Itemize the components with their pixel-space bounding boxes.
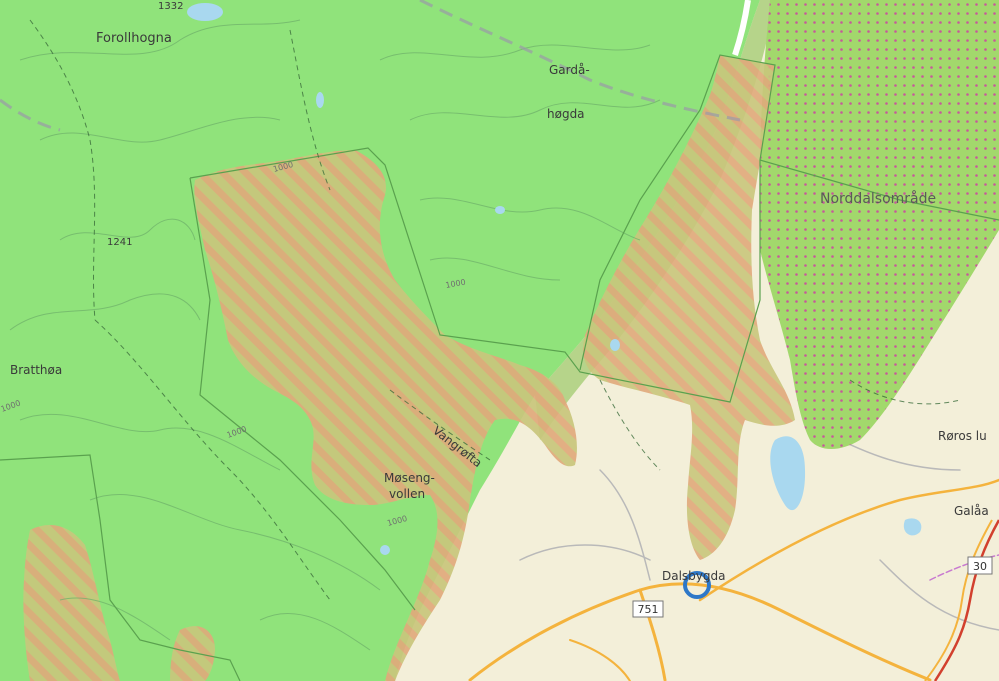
label-1241: 1241 xyxy=(107,237,132,248)
hatched-area-southwest[interactable] xyxy=(23,525,121,681)
railway xyxy=(933,519,999,681)
label-gardahogda-1: Gardå- xyxy=(549,63,590,77)
road-minor xyxy=(599,469,651,581)
railway-road xyxy=(924,519,993,681)
admin-boundary xyxy=(419,0,741,122)
label-forollhogna: Forollhogna xyxy=(96,31,172,46)
road-minor xyxy=(519,544,651,561)
hatched-area-central[interactable] xyxy=(194,150,577,681)
admin-boundary-left xyxy=(0,98,61,132)
lake xyxy=(770,436,806,511)
road-main xyxy=(638,588,667,681)
road-751-label: 751 xyxy=(638,603,659,616)
label-gardahogda-2: høgda xyxy=(547,107,585,121)
hatched-area-east[interactable] xyxy=(583,55,795,560)
label-galaa: Galåa xyxy=(954,504,989,518)
road-main xyxy=(569,639,631,681)
label-bratthoa: Bratthøa xyxy=(10,363,62,377)
lake-small xyxy=(903,518,922,536)
label-moseng-1: Møseng- xyxy=(384,471,435,485)
road-shield-30: 30 xyxy=(967,556,993,575)
hatched-area-south-strip[interactable] xyxy=(170,626,215,681)
contour-label: 1000 xyxy=(445,278,467,290)
label-norddalsomrade: Norddalsområde xyxy=(820,190,936,207)
contour-lines xyxy=(9,19,661,651)
label-moseng-2: vollen xyxy=(389,487,425,501)
label-roros: Røros lu xyxy=(938,429,987,443)
boundary-lines xyxy=(0,54,999,681)
water-streams xyxy=(187,3,620,555)
dotted-protected-area[interactable] xyxy=(759,0,999,449)
location-marker[interactable] xyxy=(683,571,711,599)
road-shield-751: 751 xyxy=(632,600,664,618)
highway-strip xyxy=(732,0,751,56)
road-minor xyxy=(879,559,999,631)
road-30-label: 30 xyxy=(973,560,987,573)
label-dalsbygda: Dalsbygda xyxy=(662,569,726,583)
trails xyxy=(29,19,961,601)
label-top-cut: 1332 xyxy=(158,1,183,12)
road-main xyxy=(698,478,999,602)
